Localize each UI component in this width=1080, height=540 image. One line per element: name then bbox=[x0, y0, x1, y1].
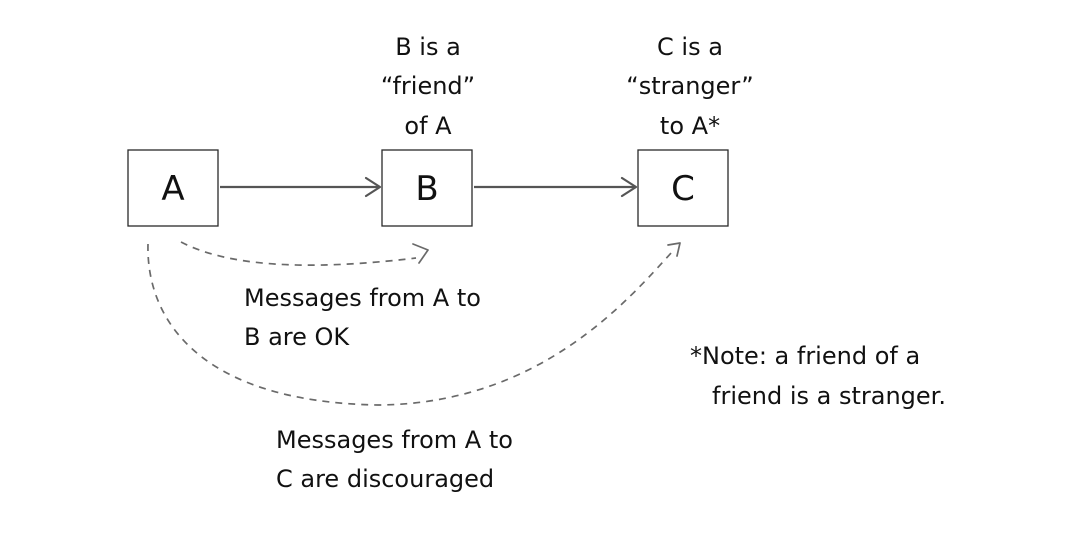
edge-a-to-b bbox=[220, 176, 382, 198]
caption-b-friend: B is a “friend” of A bbox=[381, 33, 475, 140]
caption-line: Messages from A to bbox=[244, 284, 481, 312]
node-label: A bbox=[161, 169, 184, 209]
caption-line: to A* bbox=[660, 112, 720, 140]
caption-line: B are OK bbox=[244, 323, 350, 351]
caption-line: “friend” bbox=[381, 72, 475, 100]
node-a: A bbox=[127, 149, 219, 227]
node-box bbox=[637, 149, 729, 227]
arrow-head bbox=[620, 176, 638, 198]
node-c: C bbox=[637, 149, 729, 227]
edge-b-to-c bbox=[474, 176, 638, 198]
dashed-curve bbox=[147, 243, 673, 406]
caption-line: “stranger” bbox=[626, 72, 753, 100]
caption-line: B is a bbox=[395, 33, 461, 61]
caption-line: of A bbox=[404, 112, 452, 140]
node-box bbox=[127, 149, 219, 227]
caption-ac-discouraged: Messages from A to C are discouraged bbox=[276, 426, 513, 493]
caption-line: C is a bbox=[657, 33, 723, 61]
footnote-line: friend is a stranger. bbox=[712, 382, 946, 410]
arrow-head bbox=[412, 243, 429, 264]
footnote: *Note: a friend of a friend is a strange… bbox=[690, 342, 946, 410]
caption-line: Messages from A to bbox=[276, 426, 513, 454]
node-label: B bbox=[415, 169, 438, 209]
dashed-edge-a-to-c bbox=[147, 242, 681, 406]
node-b: B bbox=[381, 149, 473, 227]
arrow-head bbox=[364, 176, 382, 198]
caption-line: C are discouraged bbox=[276, 465, 494, 493]
dashed-curve bbox=[180, 241, 417, 266]
dashed-edge-a-to-b bbox=[180, 241, 429, 266]
footnote-line: *Note: a friend of a bbox=[690, 342, 920, 370]
node-box bbox=[381, 149, 473, 227]
node-label: C bbox=[671, 169, 695, 209]
arrow-head bbox=[667, 242, 681, 257]
caption-ab-ok: Messages from A to B are OK bbox=[244, 284, 481, 351]
caption-c-stranger: C is a “stranger” to A* bbox=[626, 33, 753, 140]
